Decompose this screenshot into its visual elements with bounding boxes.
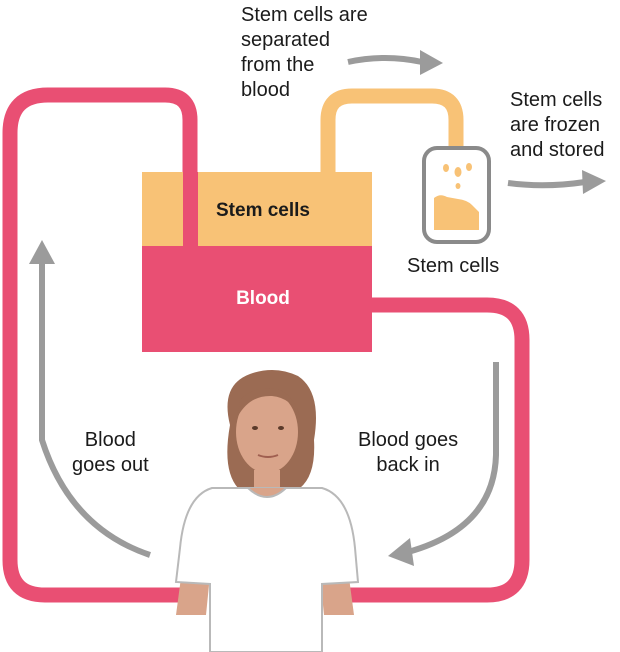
stem-cell-drop bbox=[454, 167, 462, 177]
stem-cell-drop bbox=[466, 163, 472, 171]
blood-tube-out bbox=[2, 87, 198, 603]
patient-shirt bbox=[174, 487, 360, 652]
stem-cell-drop bbox=[455, 183, 461, 189]
tube-inside-machine bbox=[183, 172, 198, 246]
machine-stem-cells-label: Stem cells bbox=[216, 200, 310, 221]
blood-layer bbox=[142, 246, 372, 352]
arrow-blood-back bbox=[388, 362, 499, 566]
label-blood-out: Blood goes out bbox=[72, 429, 149, 476]
bag-stem-cells bbox=[434, 195, 479, 230]
arrow-separated bbox=[347, 50, 443, 75]
stem-cell-drop bbox=[443, 164, 449, 172]
machine-blood-label: Blood bbox=[236, 288, 290, 309]
label-stem-cells-bag: Stem cells bbox=[407, 255, 500, 277]
label-frozen: Stem cells are frozen and stored bbox=[510, 89, 605, 161]
label-blood-back: Blood goes back in bbox=[358, 429, 459, 476]
label-separated: Stem cells are separated from the blood bbox=[241, 4, 368, 101]
patient-face bbox=[236, 391, 298, 473]
stem-cell-tube bbox=[320, 88, 464, 175]
blood-tube-return bbox=[345, 297, 530, 603]
arrow-frozen bbox=[507, 170, 606, 194]
patient-figure bbox=[174, 369, 360, 652]
arrow-blood-out bbox=[29, 240, 151, 558]
stem-cells-layer bbox=[142, 172, 372, 246]
